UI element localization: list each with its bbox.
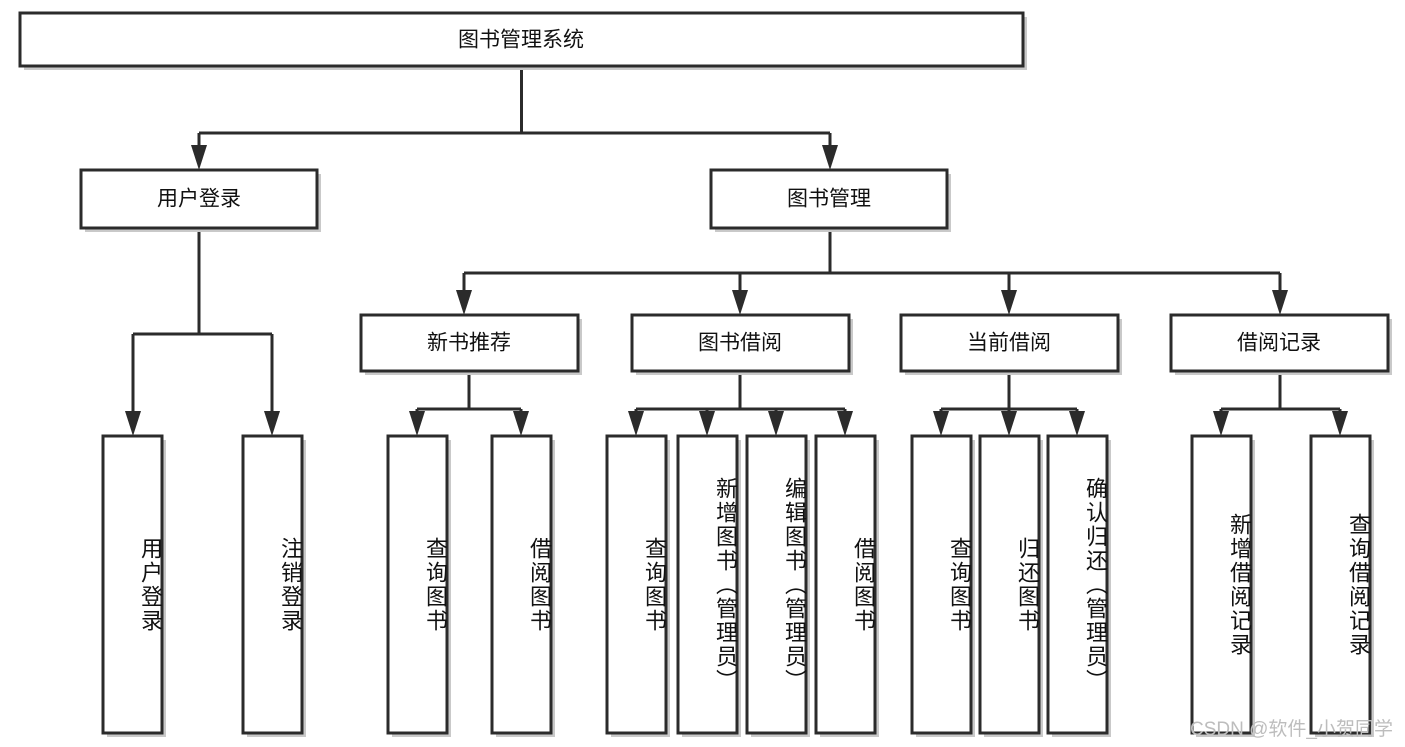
book-manage-label: 图书管理 xyxy=(787,188,871,211)
nodes-layer: 图书管理系统 用户登录 图书管理 新书推荐 xyxy=(18,11,1392,737)
arrow-book-manage-to-current-borrow xyxy=(1001,290,1017,315)
arrow-new-book-rec-to-leaf-1 xyxy=(409,411,425,436)
root-label: 图书管理系统 xyxy=(458,29,584,52)
arrow-borrow-record-to-leaf-2 xyxy=(1332,411,1348,436)
node-current-borrow[interactable]: 当前借阅 xyxy=(899,313,1122,375)
leaf-user-logout-box xyxy=(241,434,304,735)
arrow-book-manage-to-borrow-record xyxy=(1272,290,1288,315)
arrow-book-borrow-to-leaf-4 xyxy=(837,411,853,436)
node-root[interactable]: 图书管理系统 xyxy=(18,11,1027,70)
edges-layer xyxy=(125,66,1348,436)
leaf-edit-book-box xyxy=(745,434,808,735)
leaf-add-record-box xyxy=(1190,434,1253,735)
node-new-book-rec[interactable]: 新书推荐 xyxy=(359,313,582,375)
borrow-record-label: 借阅记录 xyxy=(1237,332,1321,355)
book-manage-box xyxy=(709,168,949,230)
new-book-rec-label: 新书推荐 xyxy=(427,332,511,355)
user-login-box xyxy=(79,168,319,230)
leaf-query-book-2-box xyxy=(605,434,668,735)
arrow-current-borrow-to-leaf-3 xyxy=(1069,411,1085,436)
node-leaf-edit-book[interactable] xyxy=(745,434,810,737)
arrow-new-book-rec-to-leaf-2 xyxy=(513,411,529,436)
root-box xyxy=(18,11,1025,68)
node-leaf-query-book-3[interactable] xyxy=(910,434,975,737)
leaf-borrow-book-1-box xyxy=(490,434,553,735)
new-book-rec-box xyxy=(359,313,580,373)
arrow-book-borrow-to-leaf-1 xyxy=(628,411,644,436)
book-borrow-box xyxy=(630,313,851,373)
current-borrow-box xyxy=(899,313,1120,373)
arrow-book-manage-to-new-book-rec xyxy=(456,290,472,315)
arrow-root-to-book-manage xyxy=(822,145,838,170)
node-leaf-query-record[interactable] xyxy=(1309,434,1374,737)
arrow-user-login-to-leaf-1 xyxy=(125,411,141,436)
leaf-borrow-book-2-box xyxy=(814,434,877,735)
node-leaf-return-book[interactable] xyxy=(978,434,1043,737)
arrow-book-manage-to-book-borrow xyxy=(732,290,748,315)
node-book-borrow[interactable]: 图书借阅 xyxy=(630,313,853,375)
arrow-book-borrow-to-leaf-2 xyxy=(699,411,715,436)
node-book-manage[interactable]: 图书管理 xyxy=(709,168,951,232)
node-leaf-confirm-return[interactable] xyxy=(1046,434,1111,737)
csdn-watermark: CSDN @软件_小贺同学 xyxy=(1190,719,1393,740)
arrow-current-borrow-to-leaf-2 xyxy=(1001,411,1017,436)
leaf-query-book-3-box xyxy=(910,434,973,735)
node-borrow-record[interactable]: 借阅记录 xyxy=(1169,313,1392,375)
leaf-query-book-1-box xyxy=(386,434,449,735)
node-leaf-borrow-book-2[interactable] xyxy=(814,434,879,737)
arrow-book-borrow-to-leaf-3 xyxy=(768,411,784,436)
arrow-user-login-to-leaf-2 xyxy=(264,411,280,436)
current-borrow-label: 当前借阅 xyxy=(967,332,1051,355)
node-user-login[interactable]: 用户登录 xyxy=(79,168,321,232)
book-borrow-label: 图书借阅 xyxy=(698,332,782,355)
leaf-add-book-box xyxy=(676,434,739,735)
leaf-query-record-box xyxy=(1309,434,1372,735)
node-leaf-query-book-1[interactable] xyxy=(386,434,451,737)
arrow-root-to-user-login xyxy=(191,145,207,170)
node-leaf-borrow-book-1[interactable] xyxy=(490,434,555,737)
node-leaf-query-book-2[interactable] xyxy=(605,434,670,737)
node-leaf-user-login[interactable] xyxy=(101,434,166,737)
arrow-borrow-record-to-leaf-1 xyxy=(1213,411,1229,436)
node-leaf-add-book[interactable] xyxy=(676,434,741,737)
node-leaf-user-logout[interactable] xyxy=(241,434,306,737)
arrow-current-borrow-to-leaf-1 xyxy=(933,411,949,436)
borrow-record-box xyxy=(1169,313,1390,373)
leaf-confirm-return-box xyxy=(1046,434,1109,735)
leaf-user-login-box xyxy=(101,434,164,735)
node-leaf-add-record[interactable] xyxy=(1190,434,1255,737)
leaf-return-book-box xyxy=(978,434,1041,735)
user-login-label: 用户登录 xyxy=(157,188,241,211)
